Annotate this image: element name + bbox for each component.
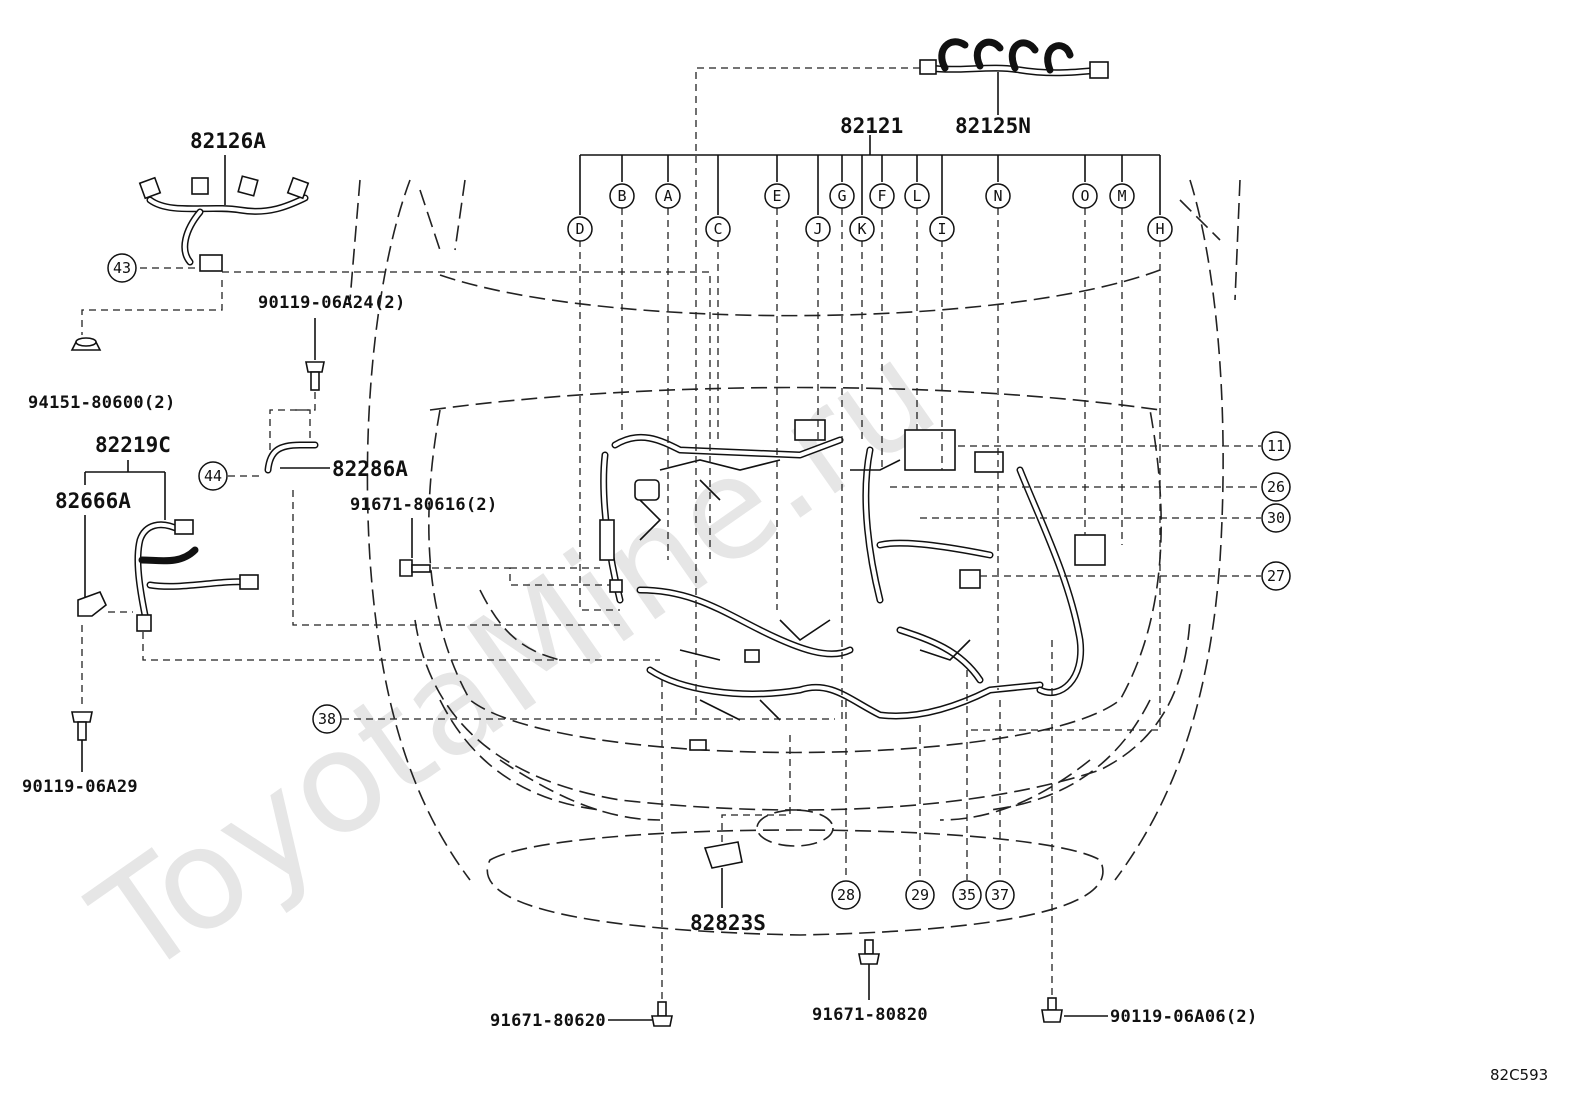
callout-29: 29 xyxy=(911,886,929,904)
connector-letter-b: B xyxy=(617,187,626,205)
part-82823s-label: 82823S xyxy=(690,911,766,935)
connector-letter-k: K xyxy=(857,220,866,238)
nut-icon xyxy=(70,337,102,351)
connector-letter-i: I xyxy=(937,220,946,238)
part-82666a-label: 82666A xyxy=(55,489,131,513)
part-91671-80620-label: 91671-80620 xyxy=(490,1011,606,1031)
bolt-icon xyxy=(71,711,93,772)
connector-letter-o: O xyxy=(1080,187,1089,205)
part-82219c-label: 82219C xyxy=(95,433,171,457)
part-91671-80820-label: 91671-80820 xyxy=(812,1005,928,1025)
connector-letter-l: L xyxy=(912,187,921,205)
connector-bracket xyxy=(579,135,1161,731)
part-94151-80600-label: 94151-80600(2) xyxy=(28,393,176,413)
connector-letter-e: E xyxy=(772,187,781,205)
part-90119-06a29-label: 90119-06A29 xyxy=(22,777,138,797)
callout-38: 38 xyxy=(318,710,336,728)
bolt-icon xyxy=(1041,997,1063,1023)
connector-letter-g: G xyxy=(837,187,846,205)
callout-28: 28 xyxy=(837,886,855,904)
callout-37: 37 xyxy=(991,886,1009,904)
part-82121-label: 82121 xyxy=(840,114,903,138)
harness-82125n xyxy=(695,38,1109,720)
connector-letter-f: F xyxy=(877,187,886,205)
callout-27: 27 xyxy=(1267,567,1285,585)
connector-letter-d: D xyxy=(575,220,584,238)
bolt-icon xyxy=(651,1001,673,1027)
bracket-82666a xyxy=(77,590,133,705)
callout-30: 30 xyxy=(1267,509,1285,527)
callout-11: 11 xyxy=(1267,437,1285,455)
connector-letter-h: H xyxy=(1155,220,1164,238)
sensor-82823s xyxy=(703,735,791,908)
harness-82126a xyxy=(81,155,711,560)
part-82126a-label: 82126A xyxy=(190,129,266,153)
bolt-icon xyxy=(305,318,325,391)
callout-44: 44 xyxy=(204,467,222,485)
connector-letter-c: C xyxy=(713,220,722,238)
engine-wire-harness xyxy=(599,419,1106,751)
vehicle-outline xyxy=(349,179,1241,936)
diagram-code: 82C593 xyxy=(1490,1066,1548,1084)
bolt-icon xyxy=(399,559,431,577)
bolt-icon xyxy=(858,939,880,1000)
connector-letter-m: M xyxy=(1117,187,1126,205)
connector-letter-n: N xyxy=(993,187,1002,205)
part-90119-06a24-label: 90119-06A24(2) xyxy=(258,293,406,313)
callout-26: 26 xyxy=(1267,478,1285,496)
connector-letter-j: J xyxy=(813,220,822,238)
connector-letter-labels: D B A C E J G K F L I N O M H xyxy=(567,183,1173,242)
part-82125n-label: 82125N xyxy=(955,114,1031,138)
bracket-lines-82219c xyxy=(84,460,166,598)
harness-82286a xyxy=(264,441,620,626)
callout-35: 35 xyxy=(958,886,976,904)
callout-43: 43 xyxy=(113,259,131,277)
part-91671-80616-label: 91671-80616(2) xyxy=(350,495,498,515)
connector-letter-a: A xyxy=(663,187,672,205)
part-82286a-label: 82286A xyxy=(332,457,408,481)
part-90119-06a06-label: 90119-06A06(2) xyxy=(1110,1007,1258,1027)
harness-82219c xyxy=(134,519,660,661)
